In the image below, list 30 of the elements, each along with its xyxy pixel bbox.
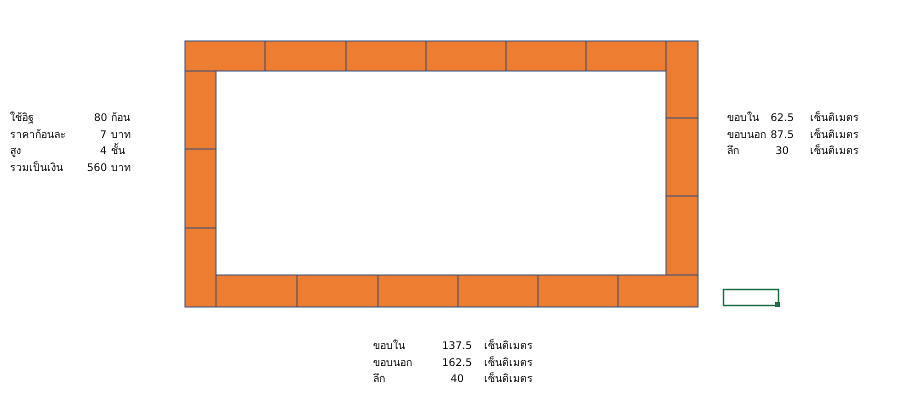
- value: 560: [87, 160, 108, 176]
- value: 40: [450, 372, 464, 387]
- row-label: ขอบนอก: [373, 356, 412, 370]
- value: 30: [776, 144, 789, 159]
- row-label: ขอบใน: [373, 339, 405, 354]
- value: 80: [94, 111, 108, 126]
- row-label: รวมเป็นเงิน: [10, 160, 63, 176]
- row-label: ราคาก้อนละ: [10, 128, 66, 142]
- unit: เซ็นติเมตร: [484, 339, 533, 354]
- row-label: ลึก: [373, 372, 385, 387]
- row-label: ใช้อิฐ: [10, 111, 34, 126]
- value: 4: [100, 144, 107, 159]
- unit: บาท: [111, 128, 131, 142]
- value: 137.5: [442, 339, 472, 354]
- row-label: ขอบใน: [727, 111, 759, 126]
- unit: เซ็นติเมตร: [810, 144, 859, 159]
- value: 62.5: [770, 111, 794, 126]
- row-label: ขอบนอก: [727, 128, 766, 142]
- row-label: สูง: [10, 144, 21, 159]
- unit: บาท: [111, 160, 131, 176]
- unit: ชั้น: [111, 144, 125, 159]
- row-label: ลึก: [727, 144, 739, 159]
- unit: เซ็นติเมตร: [484, 372, 533, 387]
- unit: เซ็นติเมตร: [810, 128, 859, 142]
- unit: ก้อน: [111, 111, 130, 126]
- unit: เซ็นติเมตร: [484, 356, 533, 370]
- value: 87.5: [770, 128, 794, 142]
- unit: เซ็นติเมตร: [810, 111, 859, 126]
- value: 7: [100, 128, 107, 142]
- value: 162.5: [442, 356, 472, 370]
